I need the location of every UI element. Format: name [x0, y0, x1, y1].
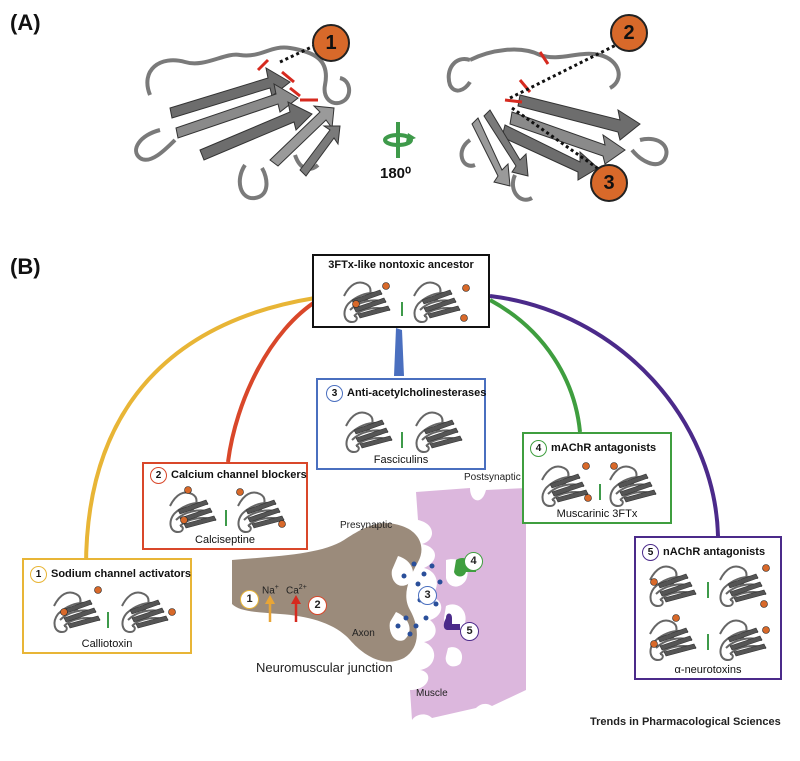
- group-5-title: nAChR antagonists: [663, 546, 766, 558]
- group-5-number: 5: [642, 544, 659, 561]
- group-2-number: 2: [150, 467, 167, 484]
- group-1-title: Sodium channel activators: [51, 568, 191, 580]
- panel-a-label: (A): [10, 10, 41, 35]
- group-3-title: Anti-acetylcholinesterases: [347, 387, 487, 399]
- synaptic-cleft: [391, 556, 413, 586]
- nachr-antagonist-box: 5 nAChR antagonists α-neurotoxins: [634, 536, 782, 680]
- marker-1: 1: [312, 24, 350, 62]
- junction-title: Neuromuscular junction: [256, 660, 393, 675]
- branch-line-machr: [489, 298, 582, 433]
- junction-marker-1: 1: [240, 590, 259, 609]
- protein-ribbon-right: [446, 47, 669, 202]
- branch-line-calcium: [226, 298, 320, 463]
- group-3-example: Fasciculins: [373, 454, 429, 466]
- ancestor-box: 3FTx-like nontoxic ancestor: [312, 254, 490, 328]
- muscle-tissue: [410, 488, 526, 720]
- group-2-example: Calciseptine: [195, 534, 255, 546]
- calcium-blocker-box: 2 Calcium channel blockers Calciseptine: [142, 462, 308, 550]
- fasciculin-structure: [345, 411, 463, 453]
- branch-line-anticholinesterase: [394, 328, 404, 376]
- axon-label: Axon: [352, 628, 375, 639]
- neurotoxin-structures: [649, 564, 770, 661]
- group-4-number: 4: [530, 440, 547, 457]
- rotation-icon: [383, 122, 416, 158]
- protein-ribbon-left: [134, 45, 352, 201]
- junction-marker-3: 3: [418, 586, 437, 605]
- group-3-number: 3: [326, 385, 343, 402]
- branch-line-nachr: [489, 294, 720, 537]
- calliotoxin-structure: [53, 586, 176, 633]
- marker-3: 3: [590, 164, 628, 202]
- sodium-activator-box: 1 Sodium channel activators Calliotoxin: [22, 558, 192, 654]
- group-1-example: Calliotoxin: [81, 638, 133, 650]
- group-5-example: α-neurotoxins: [674, 664, 742, 676]
- branch-line-sodium: [83, 296, 316, 571]
- axon-terminal: [232, 523, 422, 662]
- anticholinesterase-box: 3 Anti-acetylcholinesterases Fasciculins: [316, 378, 486, 470]
- ancestor-title: 3FTx-like nontoxic ancestor: [328, 259, 474, 271]
- panel-b-label: (B): [10, 254, 41, 279]
- leader-line-1: [279, 42, 319, 64]
- group-2-title: Calcium channel blockers: [171, 469, 307, 481]
- group-4-example: Muscarinic 3FTx: [556, 508, 638, 520]
- nachr-receptor-icon: [443, 613, 460, 630]
- leader-line-2: [509, 42, 619, 100]
- postsynaptic-label: Postsynaptic: [464, 472, 521, 483]
- group-4-title: mAChR antagonists: [551, 442, 657, 454]
- presynaptic-label: Presynaptic: [340, 520, 393, 531]
- rotation-label: 180⁰: [380, 165, 412, 182]
- junction-marker-2: 2: [308, 596, 327, 615]
- marker-2: 2: [610, 14, 648, 52]
- sodium-ion-label: Na+: [262, 584, 279, 597]
- group-1-number: 1: [30, 566, 47, 583]
- muscarinic-structure: [541, 462, 657, 507]
- calcium-ion-label: Ca2+: [286, 584, 307, 597]
- machr-antagonist-box: 4 mAChR antagonists Muscarinic 3FTx: [522, 432, 672, 524]
- journal-credit: Trends in Pharmacological Sciences: [590, 716, 781, 728]
- calciseptine-structure: [169, 486, 286, 533]
- junction-marker-4: 4: [464, 552, 483, 571]
- muscle-label: Muscle: [416, 688, 448, 699]
- junction-marker-5: 5: [460, 622, 479, 641]
- ancestor-structure: [343, 281, 470, 323]
